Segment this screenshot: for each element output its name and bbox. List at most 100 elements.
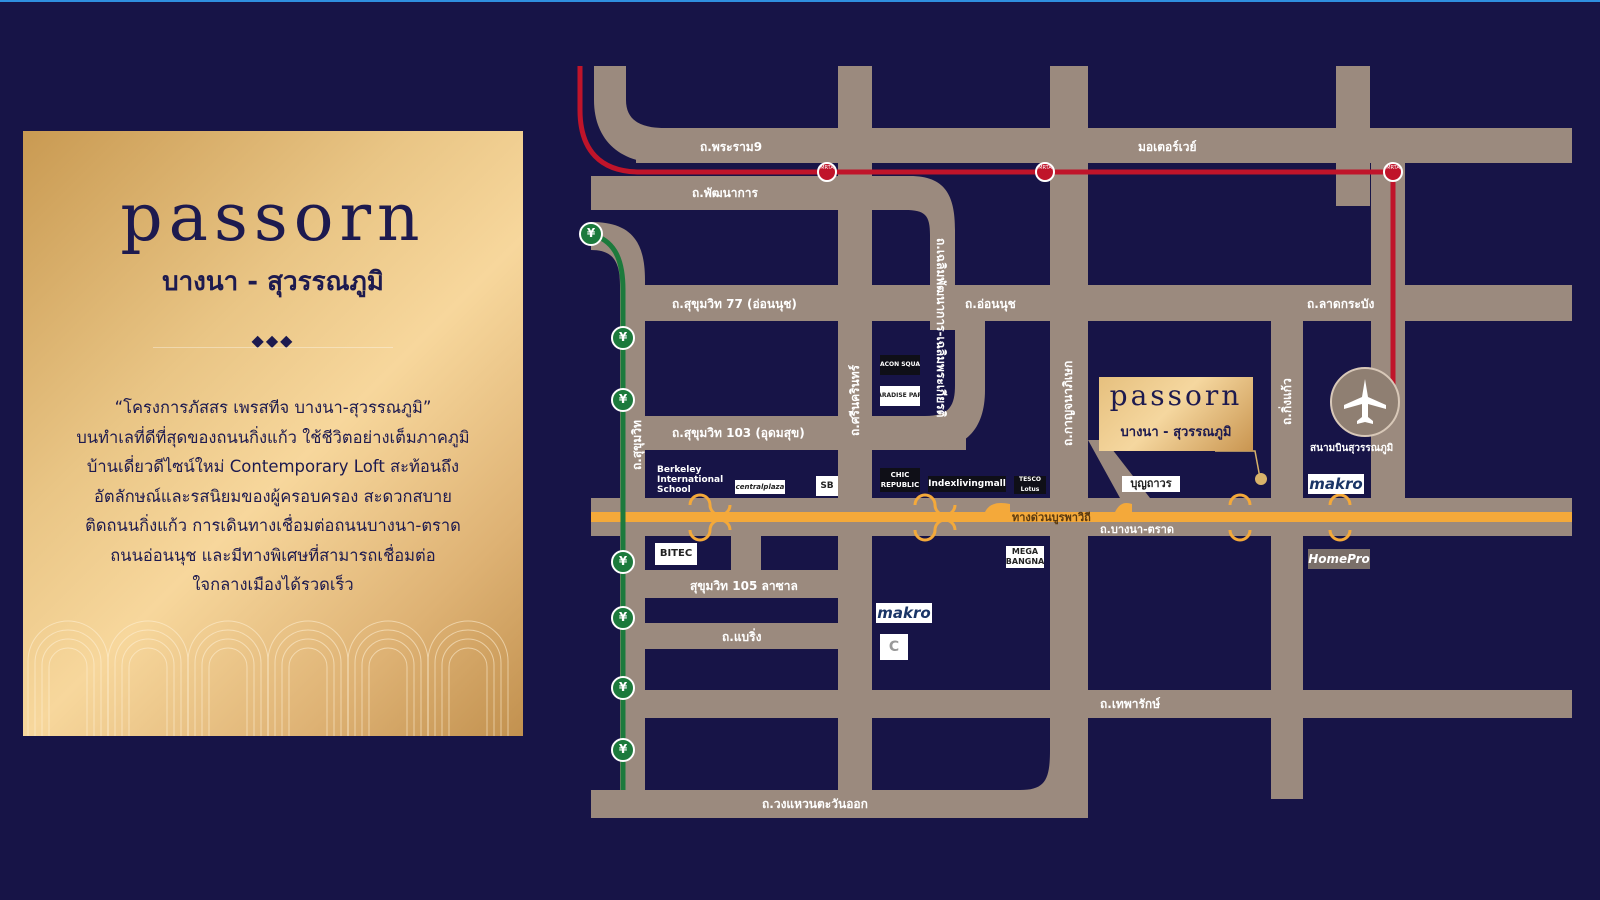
description-line: ใจกลางเมืองได้รวดเร็ว [192,575,354,594]
airport-marker [1330,367,1400,437]
interchange [1228,493,1252,506]
road-sukhumvit105 [626,570,842,598]
project-info-card: passorn บางนา - สุวรรณภูมิ ◆◆◆ “โครงการภ… [23,131,523,736]
mrt-line [577,66,1396,410]
description-line: ถนนอ่อนนุช และมีทางพิเศษที่สามารถเชื่อมต… [110,545,436,565]
interchange [913,518,957,542]
road-label-sukhumvit105: สุขุมวิท 105 ลาซาล [690,579,798,593]
callout-subtitle: บางนา - สุวรรณภูมิ [1120,425,1232,440]
road-outer-ring [591,790,1079,818]
description-line: บ้านเดี่ยวดีไซน์ใหม่ Contemporary Loft ส… [86,457,460,476]
road-label-latkrabang: ถ.ลาดกระบัง [1307,297,1375,311]
bts-station-icon: ¥ [611,738,635,762]
berkeley-line: Berkeley [657,465,702,475]
interchange [688,493,732,517]
brand-logo-text: passorn [120,179,426,256]
makro-logo-2: makro [876,603,932,623]
central-plaza-logo: centralplaza [735,480,785,494]
mega-bangna-logo: MEGA BANGNA [1006,546,1044,568]
bts-station-icon: ¥ [611,606,635,630]
mrt-station-icon: MRTA [1383,162,1403,182]
ornament-divider [153,347,393,348]
project-pin [1255,473,1267,485]
road-sukhumvit77 [626,285,1572,321]
road-phatthanakan [591,176,865,210]
mrt-station-label: MRTA [820,165,834,171]
road-theparak [626,690,1572,718]
road-label-kingkaew: ถ.กิ่งแก้ว [1280,378,1294,425]
road-label-kanchanaphisek: ถ.กาญจนาภิเษก [1061,360,1075,446]
interchange [913,493,957,517]
road-label-chaloem: ถ.เฉลิมพัฒนาการ-เฉลิมพระเกียรติ [934,238,948,418]
bts-station-icon: ¥ [611,550,635,574]
burapha-expressway [591,512,1572,522]
project-callout: passorn บางนา - สุวรรณภูมิ [1099,377,1253,451]
paradise-park-logo: PARADISE PARK [880,386,920,406]
interchange [1328,529,1352,542]
makro-logo: makro [1308,474,1364,494]
top-accent-line [0,0,1600,2]
airport-label: สนามบินสุวรรณภูมิ [1310,443,1394,454]
bts-station-icon: ¥ [611,326,635,350]
mrt-station-icon: MRTA [817,162,837,182]
road-ring-bottom-curve [1000,716,1088,818]
road-chaloem-loop [900,320,985,450]
road-label-burapha: ทางด่วนบูรพาวิถี [1012,511,1091,524]
callout-brand: passorn [1109,379,1243,412]
mrt-station-label: MRTA [1038,165,1052,171]
road-sukhumvit [591,222,645,818]
expressway-ramp [1115,502,1132,512]
interchange [688,518,732,542]
road-label-onnut: ถ.อ่อนนุช [965,297,1016,311]
berkeley-line: School [657,485,691,495]
road-rama9-motorway [636,128,1572,163]
bitec-logo: BITEC [655,543,697,565]
berkeley-line: International [657,475,724,485]
bts-station-icon: ¥ [611,676,635,700]
interchange [1228,529,1252,542]
bts-station-icon: ¥ [611,388,635,412]
road-label-rama9: ถ.พระราม9 [700,140,763,154]
road-chaloem-curve [865,176,955,330]
road-label-srinakarin: ถ.ศรีนครินทร์ [848,364,862,436]
ornament-diamonds: ◆◆◆ [251,331,295,350]
project-description: “โครงการภัสสร เพรสทีจ บางนา-สุวรรณภูมิ” … [43,393,503,600]
beacon-square-logo: BEACON SQUARE [880,355,920,375]
mrt-station-label: MRTA [1386,165,1400,171]
boonthavorn-logo: บุญถาวร [1122,476,1180,492]
chic-republic-logo: CHIC REPUBLIC [880,468,920,492]
road-label-outerring: ถ.วงแหวนตะวันออก [762,797,868,811]
road-label-sukhumvit103: ถ.สุขุมวิท 103 (อุดมสุข) [672,426,805,440]
decorative-arches [27,620,509,736]
road-label-motorway: มอเตอร์เวย์ [1138,140,1197,154]
tesco-lotus-logo: TESCO Lotus [1014,476,1046,494]
road-latkrabang-north [1336,66,1370,206]
berkeley-school-label: Berkeley International School [657,465,723,495]
callout-pointer [1215,450,1261,479]
road-label-baering: ถ.แบริ่ง [722,630,762,644]
description-line: อัตลักษณ์และรสนิยมของผู้ครอบครอง สะดวกสบ… [94,486,452,506]
airplane-icon [1344,379,1386,424]
road-east [1371,163,1405,498]
interchange [1328,493,1352,506]
road-label-sukhumvit77: ถ.สุขุมวิท 77 (อ่อนนุช) [672,297,797,311]
description-line: ติดถนนกิ่งแก้ว การเดินทางเชื่อมต่อถนนบาง… [85,516,461,535]
brand-subtitle: บางนา - สุวรรณภูมิ [162,267,384,297]
description-line: บนทำเลที่ดีที่สุดของถนนกิ่งแก้ว ใช้ชีวิต… [76,427,470,447]
index-livingmall-logo: Indexlivingmall [928,476,1006,492]
expressway-ramp [985,502,1010,512]
road-label-phatthanakan: ถ.พัฒนาการ [692,186,758,200]
road-label-sukhumvit: ถ.สุขุมวิท [630,420,644,470]
road-baering [626,623,842,649]
road-label-theparak: ถ.เทพารักษ์ [1100,697,1161,711]
bts-station-icon: ¥ [579,222,603,246]
road-kingkaew [1271,321,1303,799]
mrt-station-icon: MRTA [1035,162,1055,182]
road-small [731,536,761,570]
road-label-bangnatrat: ถ.บางนา-ตราด [1100,523,1175,536]
central-logo: C [880,634,908,660]
homepro-logo: HomePro [1308,549,1370,569]
description-line: “โครงการภัสสร เพรสทีจ บางนา-สุวรรณภูมิ” [114,398,432,417]
road-rama9-curve [594,66,700,163]
